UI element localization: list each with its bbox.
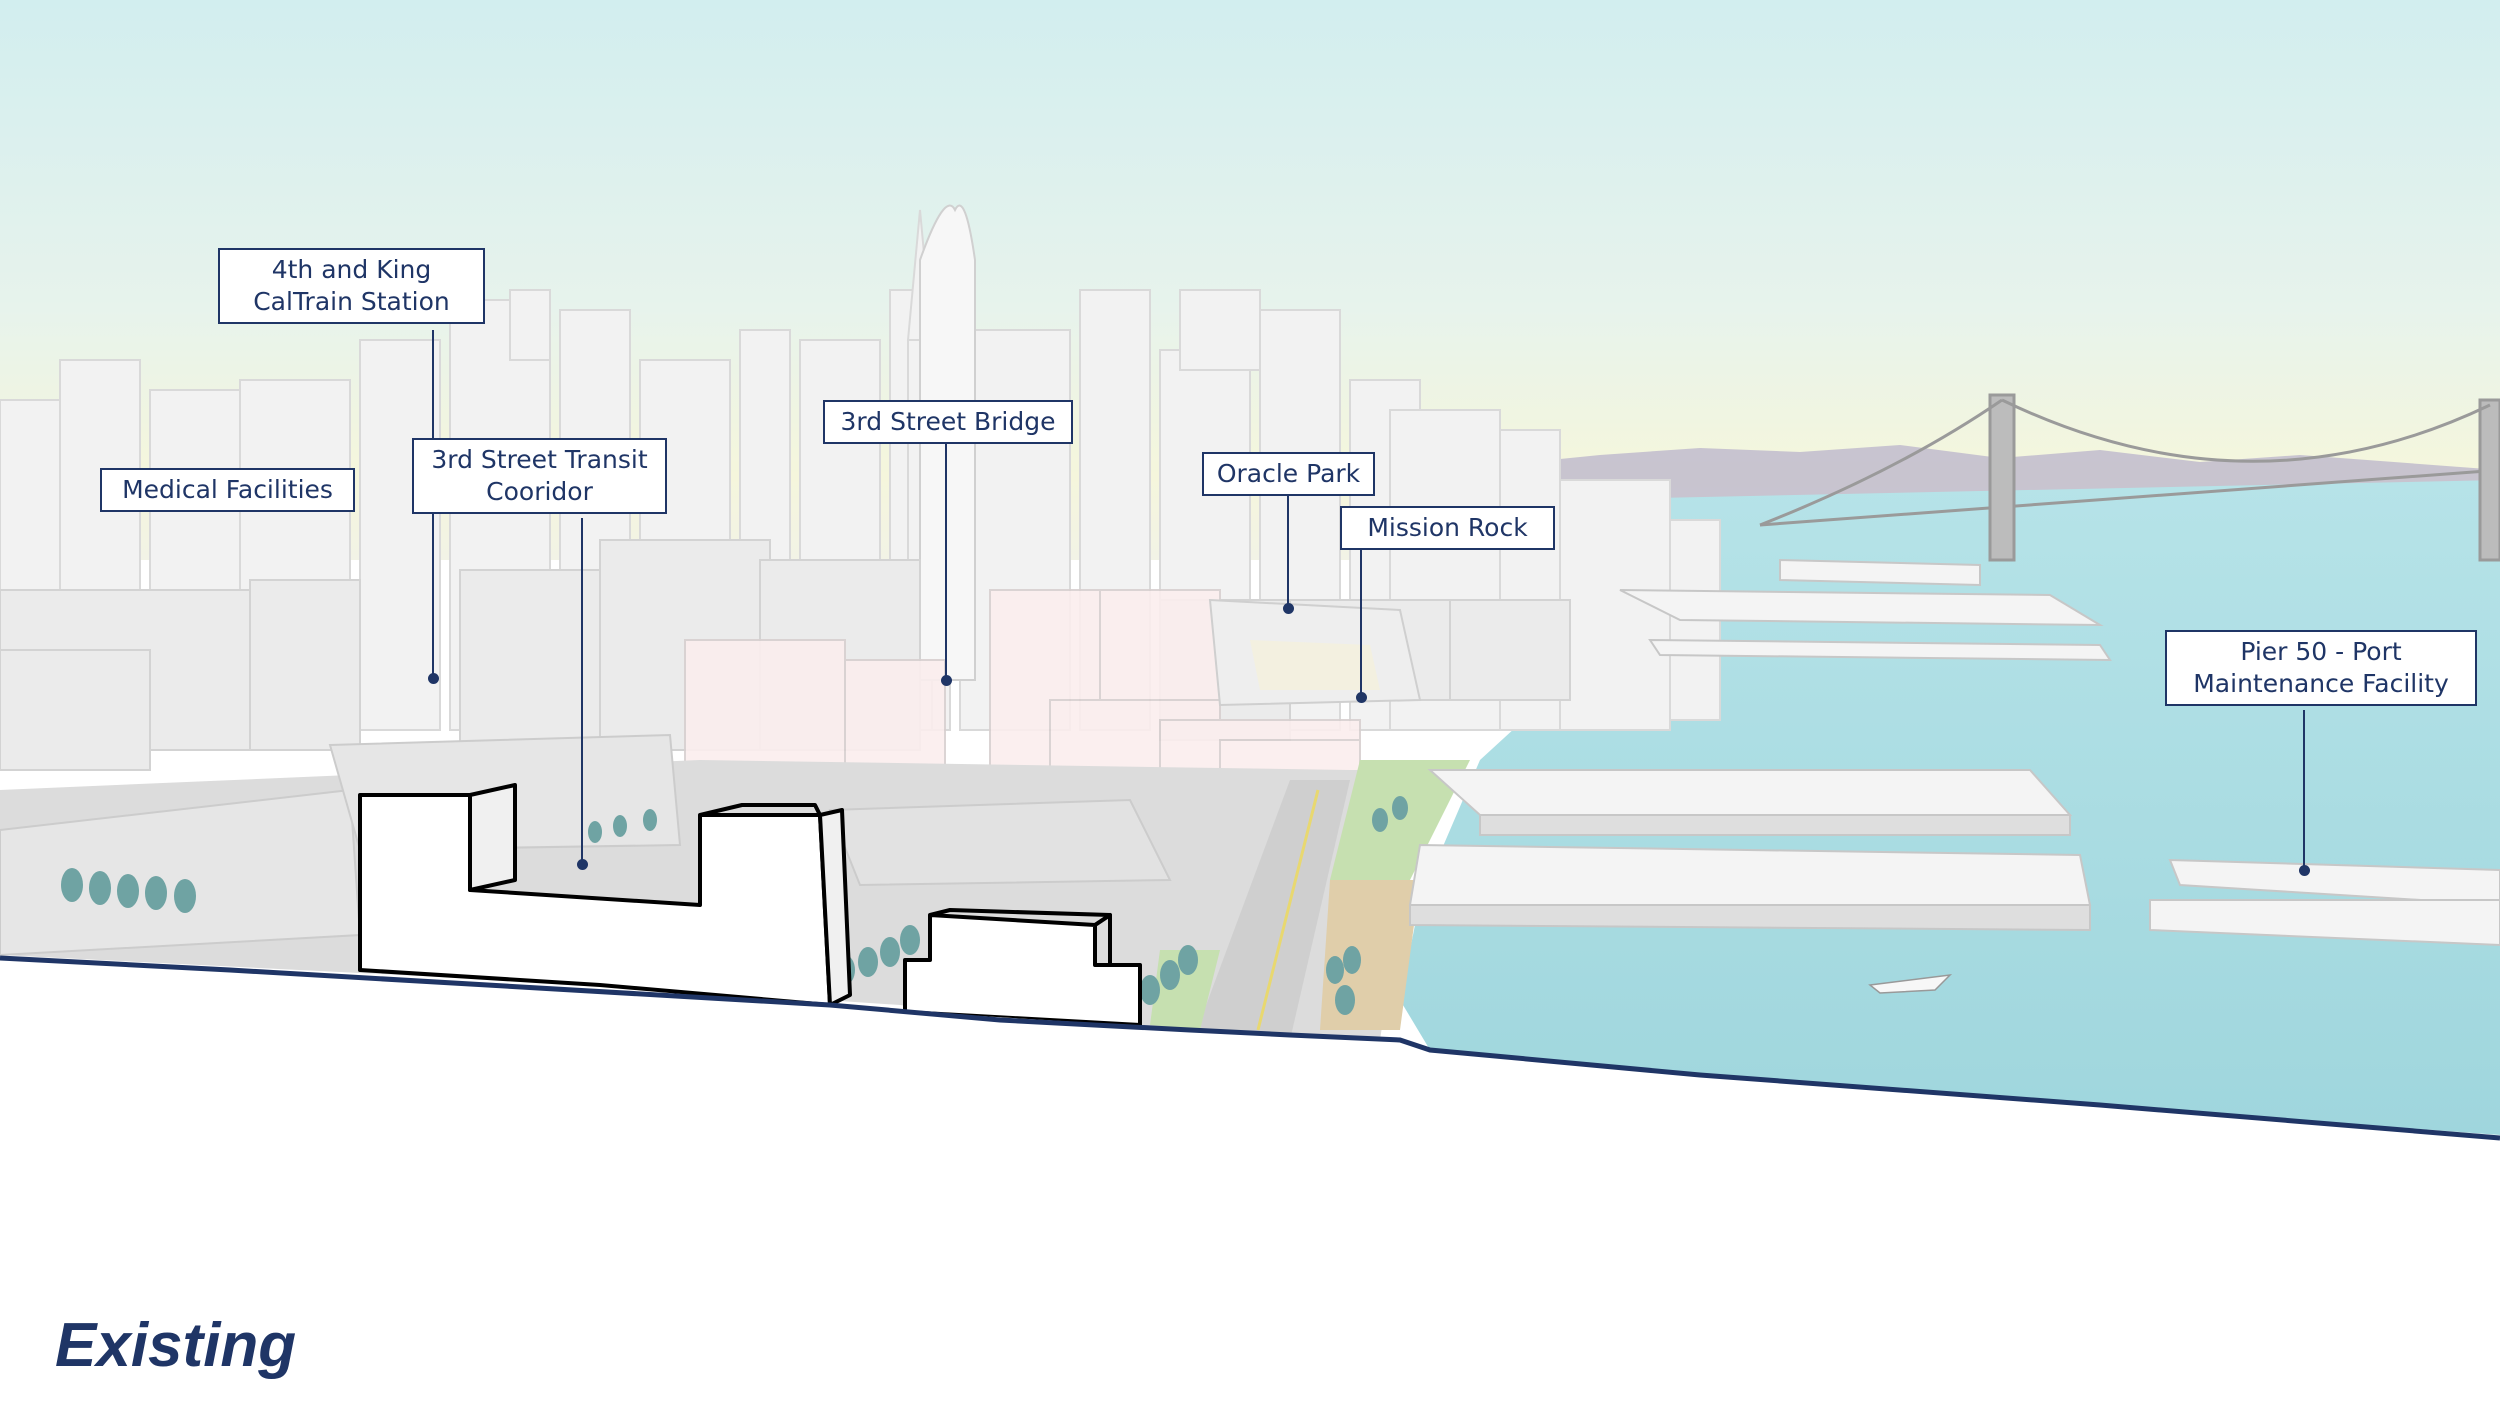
- dot-bridge3rd: [941, 675, 952, 686]
- callout-bridge3rd-line1: 3rd Street Bridge: [840, 407, 1056, 436]
- dot-pier50: [2299, 865, 2310, 876]
- callout-pier-50: Pier 50 - Port Maintenance Facility: [2165, 630, 2477, 706]
- rail-yard: [828, 798, 1172, 887]
- leader-transit: [581, 518, 583, 864]
- road-centerline: [1256, 789, 1320, 1031]
- callout-medical-line1: Medical Facilities: [122, 475, 333, 504]
- callout-caltrain-line1: 4th and King: [271, 255, 432, 284]
- trees: [61, 796, 1408, 1015]
- dot-oracle: [1283, 603, 1294, 614]
- callout-transit-line1: 3rd Street Transit: [431, 445, 648, 474]
- central-road: [1195, 780, 1350, 1040]
- callout-3rd-street-bridge: 3rd Street Bridge: [823, 400, 1073, 444]
- foreground-white: [0, 958, 2500, 1413]
- dot-caltrain: [428, 673, 439, 684]
- callout-transit-corridor: 3rd Street Transit Cooridor: [412, 438, 667, 514]
- section-line: [0, 955, 2500, 1141]
- leader-oracle: [1287, 492, 1289, 608]
- leader-pier50: [2303, 710, 2305, 870]
- callout-oracle-park: Oracle Park: [1202, 452, 1375, 496]
- callout-caltrain-line2: CalTrain Station: [253, 287, 450, 316]
- stadium-field: [1250, 640, 1380, 690]
- boat: [1868, 973, 1953, 994]
- scenario-title: Existing: [55, 1311, 297, 1380]
- callout-transit-line2: Cooridor: [486, 477, 593, 506]
- leader-bridge3rd: [945, 440, 947, 680]
- callout-medical-facilities: Medical Facilities: [100, 468, 355, 512]
- piers: [1408, 558, 2500, 947]
- bay-bridge: [1759, 393, 2500, 562]
- callout-pier50-line2: Maintenance Facility: [2193, 669, 2449, 698]
- leader-mission: [1360, 545, 1362, 697]
- callout-pier50-line1: Pier 50 - Port: [2240, 637, 2402, 666]
- dot-transit: [577, 859, 588, 870]
- callout-mission-rock: Mission Rock: [1340, 506, 1555, 550]
- callout-mission-line1: Mission Rock: [1367, 513, 1528, 542]
- dot-mission: [1356, 692, 1367, 703]
- callout-oracle-line1: Oracle Park: [1216, 459, 1361, 488]
- callout-caltrain-station: 4th and King CalTrain Station: [218, 248, 485, 324]
- outlined-buildings: [358, 783, 1142, 1027]
